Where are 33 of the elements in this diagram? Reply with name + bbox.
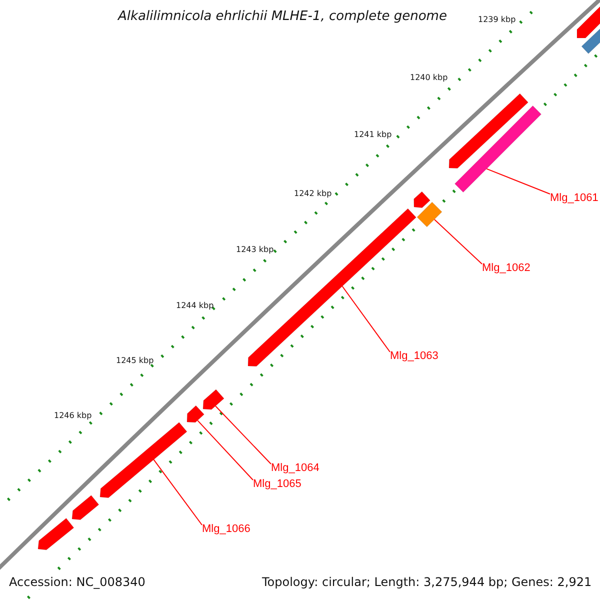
gene-bar [454,106,542,192]
tick-label: 1243 kbp [236,246,274,255]
title: Alkalilimnicola ehrlichii MLHE-1, complete genome [118,10,447,24]
gene-label: Mlg_1064 [271,462,320,474]
genome-info-text: Topology: circular; Length: 3,275,944 bp; Genes: 2,921 [262,576,592,590]
gene-block [72,495,100,520]
tick-label: 1241 kbp [354,131,392,140]
gene-label: Mlg_1063 [390,350,438,362]
leader-line [214,406,272,464]
accession-text: Accession: NC_008340 [9,576,146,590]
gene-label: Mlg_1066 [202,523,250,536]
gene-label: Mlg_1062 [482,262,530,274]
tick-label: 1244 kbp [176,302,214,311]
tick-label: 1246 kbp [54,412,92,421]
gene-block [100,422,188,498]
gene-block [186,405,204,423]
gene-block [576,4,600,38]
leader-line [486,168,550,194]
gene-block [414,191,430,208]
leader-line [434,218,482,264]
gene-block [38,518,74,550]
gene-label: Mlg_1065 [253,478,302,490]
tick-label: 1239 kbp [478,16,516,25]
gene-bar [581,26,600,54]
leader-line [197,420,254,480]
leader-line [153,459,202,526]
leader-line [342,286,390,352]
tick-label: 1240 kbp [410,74,448,83]
gene-label: Mlg_1061 [550,192,598,204]
gene-block [448,93,528,169]
tick-label: 1245 kbp [116,357,154,366]
tick-label: 1242 kbp [294,190,332,199]
gene-block [202,389,224,410]
